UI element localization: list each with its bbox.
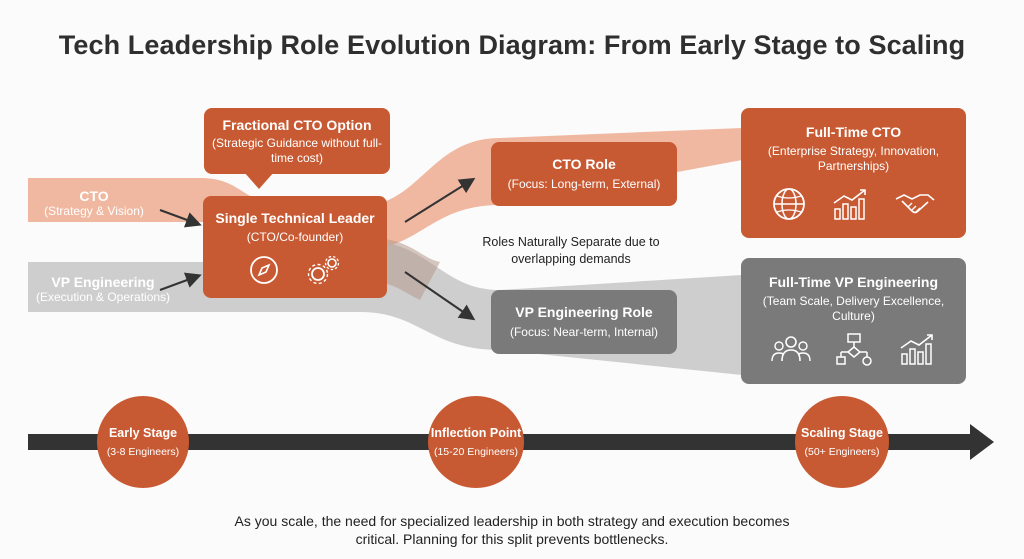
stage-circle-early: Early Stage (3-8 Engineers): [97, 396, 189, 488]
stage-size: (50+ Engineers): [804, 446, 880, 458]
footer-note: As you scale, the need for specialized l…: [0, 512, 1024, 548]
fractional-cto-desc: (Strategic Guidance without full-time co…: [211, 136, 383, 165]
fulltime-vpe-title: Full-Time VP Engineering: [768, 274, 939, 290]
cto-role-title: CTO Role: [552, 156, 616, 172]
vpe-role-title: VP Engineering Role: [515, 304, 653, 320]
compass-icon: [249, 256, 278, 284]
single-leader-icons: [235, 253, 355, 287]
cto-lane-desc: (Strategy & Vision): [44, 204, 144, 218]
fulltime-vpe-desc: (Team Scale, Delivery Excellence, Cultur…: [762, 294, 945, 323]
globe-icon: [772, 188, 805, 220]
vpe-lane-label: VP Engineering (Execution & Operations): [28, 274, 178, 305]
callout-pointer: [244, 172, 274, 189]
growth-chart-icon: [900, 334, 933, 365]
arrow-cto-in: [159, 209, 202, 228]
fractional-cto-title: Fractional CTO Option: [222, 117, 372, 133]
single-leader-title: Single Technical Leader: [215, 210, 375, 226]
fulltime-cto-box: Full-Time CTO (Enterprise Strategy, Inno…: [741, 108, 966, 238]
page-title: Tech Leadership Role Evolution Diagram: …: [58, 30, 966, 60]
footer-text: As you scale, the need for specialized l…: [234, 513, 790, 547]
handshake-icon: [895, 194, 935, 214]
fulltime-cto-desc: (Enterprise Strategy, Innovation, Partne…: [767, 144, 940, 173]
arrow-to-vpe-role: [404, 271, 476, 321]
stage-circle-inflection: Inflection Point (15-20 Engineers): [428, 396, 524, 488]
stage-name: Inflection Point: [430, 426, 522, 440]
split-note: Roles Naturally Separate due to overlapp…: [482, 235, 660, 266]
growth-chart-icon: [834, 189, 867, 220]
vpe-lane-desc: (Execution & Operations): [35, 290, 171, 304]
stage-size: (3-8 Engineers): [106, 446, 180, 458]
cto-lane-label: CTO (Strategy & Vision): [28, 188, 160, 219]
single-leader-desc: (CTO/Co-founder): [246, 230, 344, 244]
gears-icon: [307, 255, 339, 285]
arrow-to-cto-role: [404, 177, 476, 223]
fulltime-cto-icons: [759, 186, 949, 222]
flowchart-icon: [836, 333, 873, 366]
vpe-role-desc: (Focus: Near-term, Internal): [509, 325, 659, 339]
team-icon: [771, 336, 811, 362]
arrow-vpe-in: [159, 272, 202, 291]
fulltime-vpe-box: Full-Time VP Engineering (Team Scale, De…: [741, 258, 966, 384]
vpe-lane-title: VP Engineering: [51, 274, 155, 290]
fulltime-vpe-icons: [759, 332, 949, 366]
cto-role-desc: (Focus: Long-term, External): [507, 177, 661, 191]
vpe-role-box: VP Engineering Role (Focus: Near-term, I…: [491, 290, 677, 354]
cto-role-box: CTO Role (Focus: Long-term, External): [491, 142, 677, 206]
single-leader-box: Single Technical Leader (CTO/Co-founder): [203, 196, 387, 298]
stage-circle-scaling: Scaling Stage (50+ Engineers): [795, 396, 889, 488]
stage-size: (15-20 Engineers): [433, 446, 519, 458]
cto-lane-title: CTO: [79, 188, 109, 204]
fulltime-cto-title: Full-Time CTO: [805, 124, 902, 140]
fractional-cto-box: Fractional CTO Option (Strategic Guidanc…: [204, 108, 390, 174]
stage-name: Scaling Stage: [801, 426, 883, 440]
stage-name: Early Stage: [108, 426, 178, 440]
timeline-arrowhead: [970, 424, 994, 460]
